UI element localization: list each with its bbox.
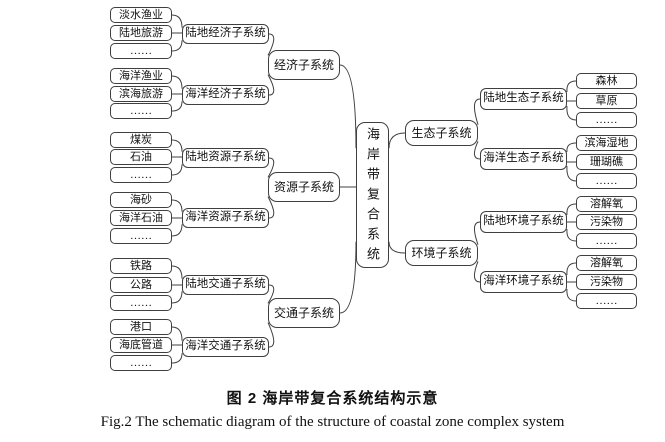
node-ellipsis: …… — [576, 293, 637, 309]
node-ellipsis: …… — [110, 43, 172, 59]
node-marine-resource-subsystem: 海洋资源子系统 — [182, 208, 269, 228]
node-dissolved-oxygen: 溶解氧 — [576, 196, 637, 212]
node-environment-subsystem: 环境子系统 — [405, 240, 478, 266]
node-ellipsis: …… — [576, 233, 637, 249]
node-coastal-zone-complex-system: 海岸带复合系统 — [356, 122, 389, 268]
node-coal: 煤炭 — [110, 132, 172, 148]
figure-caption-zh: 图 2 海岸带复合系统结构示意 — [226, 390, 439, 407]
node-petroleum: 石油 — [110, 149, 172, 165]
node-ellipsis: …… — [110, 167, 172, 183]
node-marine-fishery: 海洋渔业 — [110, 68, 172, 84]
node-submarine-pipeline: 海底管道 — [110, 337, 172, 353]
node-marine-economic-subsystem: 海洋经济子系统 — [182, 85, 269, 105]
node-grassland: 草原 — [576, 93, 637, 109]
node-land-environment-subsystem: 陆地环境子系统 — [480, 211, 567, 233]
node-land-resource-subsystem: 陆地资源子系统 — [182, 148, 269, 168]
node-sea-sand: 海砂 — [110, 192, 172, 208]
node-freshwater-fishery: 淡水渔业 — [110, 7, 172, 23]
node-ellipsis: …… — [110, 228, 172, 244]
node-pollutant: 污染物 — [576, 214, 637, 230]
node-pollutant: 污染物 — [576, 274, 637, 290]
node-economic-subsystem: 经济子系统 — [268, 50, 340, 80]
node-coral-reef: 珊瑚礁 — [576, 154, 637, 170]
node-marine-petroleum: 海洋石油 — [110, 210, 172, 226]
node-land-ecological-subsystem: 陆地生态子系统 — [480, 88, 567, 110]
node-marine-environment-subsystem: 海洋环境子系统 — [480, 271, 567, 293]
node-ellipsis: …… — [576, 112, 637, 128]
node-port: 港口 — [110, 319, 172, 335]
node-dissolved-oxygen: 溶解氧 — [576, 255, 637, 271]
node-coastal-wetland: 滨海湿地 — [576, 135, 637, 151]
node-land-transport-subsystem: 陆地交通子系统 — [182, 275, 269, 295]
node-forest: 森林 — [576, 73, 637, 89]
node-ellipsis: …… — [110, 103, 172, 119]
node-coastal-tourism: 滨海旅游 — [110, 86, 172, 102]
node-land-tourism: 陆地旅游 — [110, 25, 172, 41]
node-ellipsis: …… — [110, 355, 172, 371]
node-ellipsis: …… — [110, 295, 172, 311]
node-railway: 铁路 — [110, 258, 172, 274]
node-ecological-subsystem: 生态子系统 — [405, 120, 478, 146]
node-land-economic-subsystem: 陆地经济子系统 — [182, 24, 269, 44]
figure-caption-en: Fig.2 The schematic diagram of the struc… — [100, 414, 565, 430]
node-marine-ecological-subsystem: 海洋生态子系统 — [480, 148, 567, 170]
node-resource-subsystem: 资源子系统 — [268, 172, 340, 202]
node-marine-transport-subsystem: 海洋交通子系统 — [182, 337, 269, 357]
node-transport-subsystem: 交通子系统 — [268, 298, 340, 328]
node-ellipsis: …… — [576, 173, 637, 189]
node-highway: 公路 — [110, 277, 172, 293]
